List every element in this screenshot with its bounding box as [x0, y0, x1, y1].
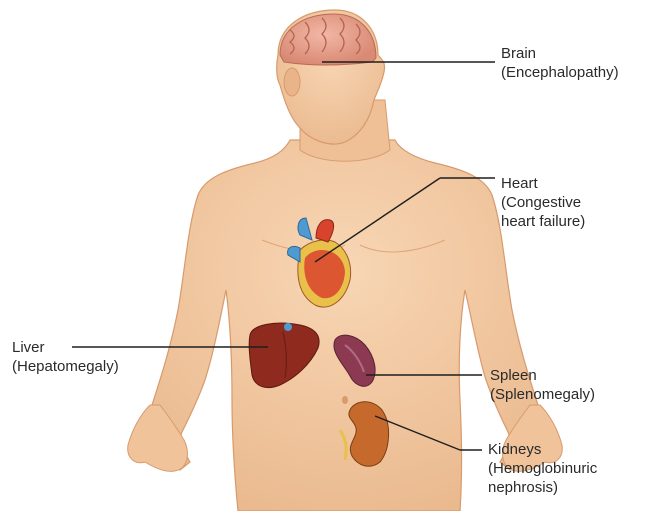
spleen-organ-name: Spleen: [490, 366, 595, 385]
ear: [284, 68, 300, 96]
liver-organ-name: Liver: [12, 338, 119, 357]
heart-organ-name: Heart: [501, 174, 585, 193]
kidneys-organ-name: Kidneys: [488, 440, 597, 459]
kidneys-condition-line2: nephrosis): [488, 478, 597, 497]
heart-condition-line1: (Congestive: [501, 193, 585, 212]
brain-label: Brain (Encephalopathy): [501, 44, 619, 82]
spleen-condition: (Splenomegaly): [490, 385, 595, 404]
brain-condition: (Encephalopathy): [501, 63, 619, 82]
liver-condition: (Hepatomegaly): [12, 357, 119, 376]
navel: [342, 396, 348, 404]
kidneys-condition-line1: (Hemoglobinuric: [488, 459, 597, 478]
spleen-label: Spleen (Splenomegaly): [490, 366, 595, 404]
heart-condition-line2: heart failure): [501, 212, 585, 231]
kidneys-label: Kidneys (Hemoglobinuric nephrosis): [488, 440, 597, 497]
brain-organ-name: Brain: [501, 44, 619, 63]
heart-label: Heart (Congestive heart failure): [501, 174, 585, 231]
liver-label: Liver (Hepatomegaly): [12, 338, 119, 376]
